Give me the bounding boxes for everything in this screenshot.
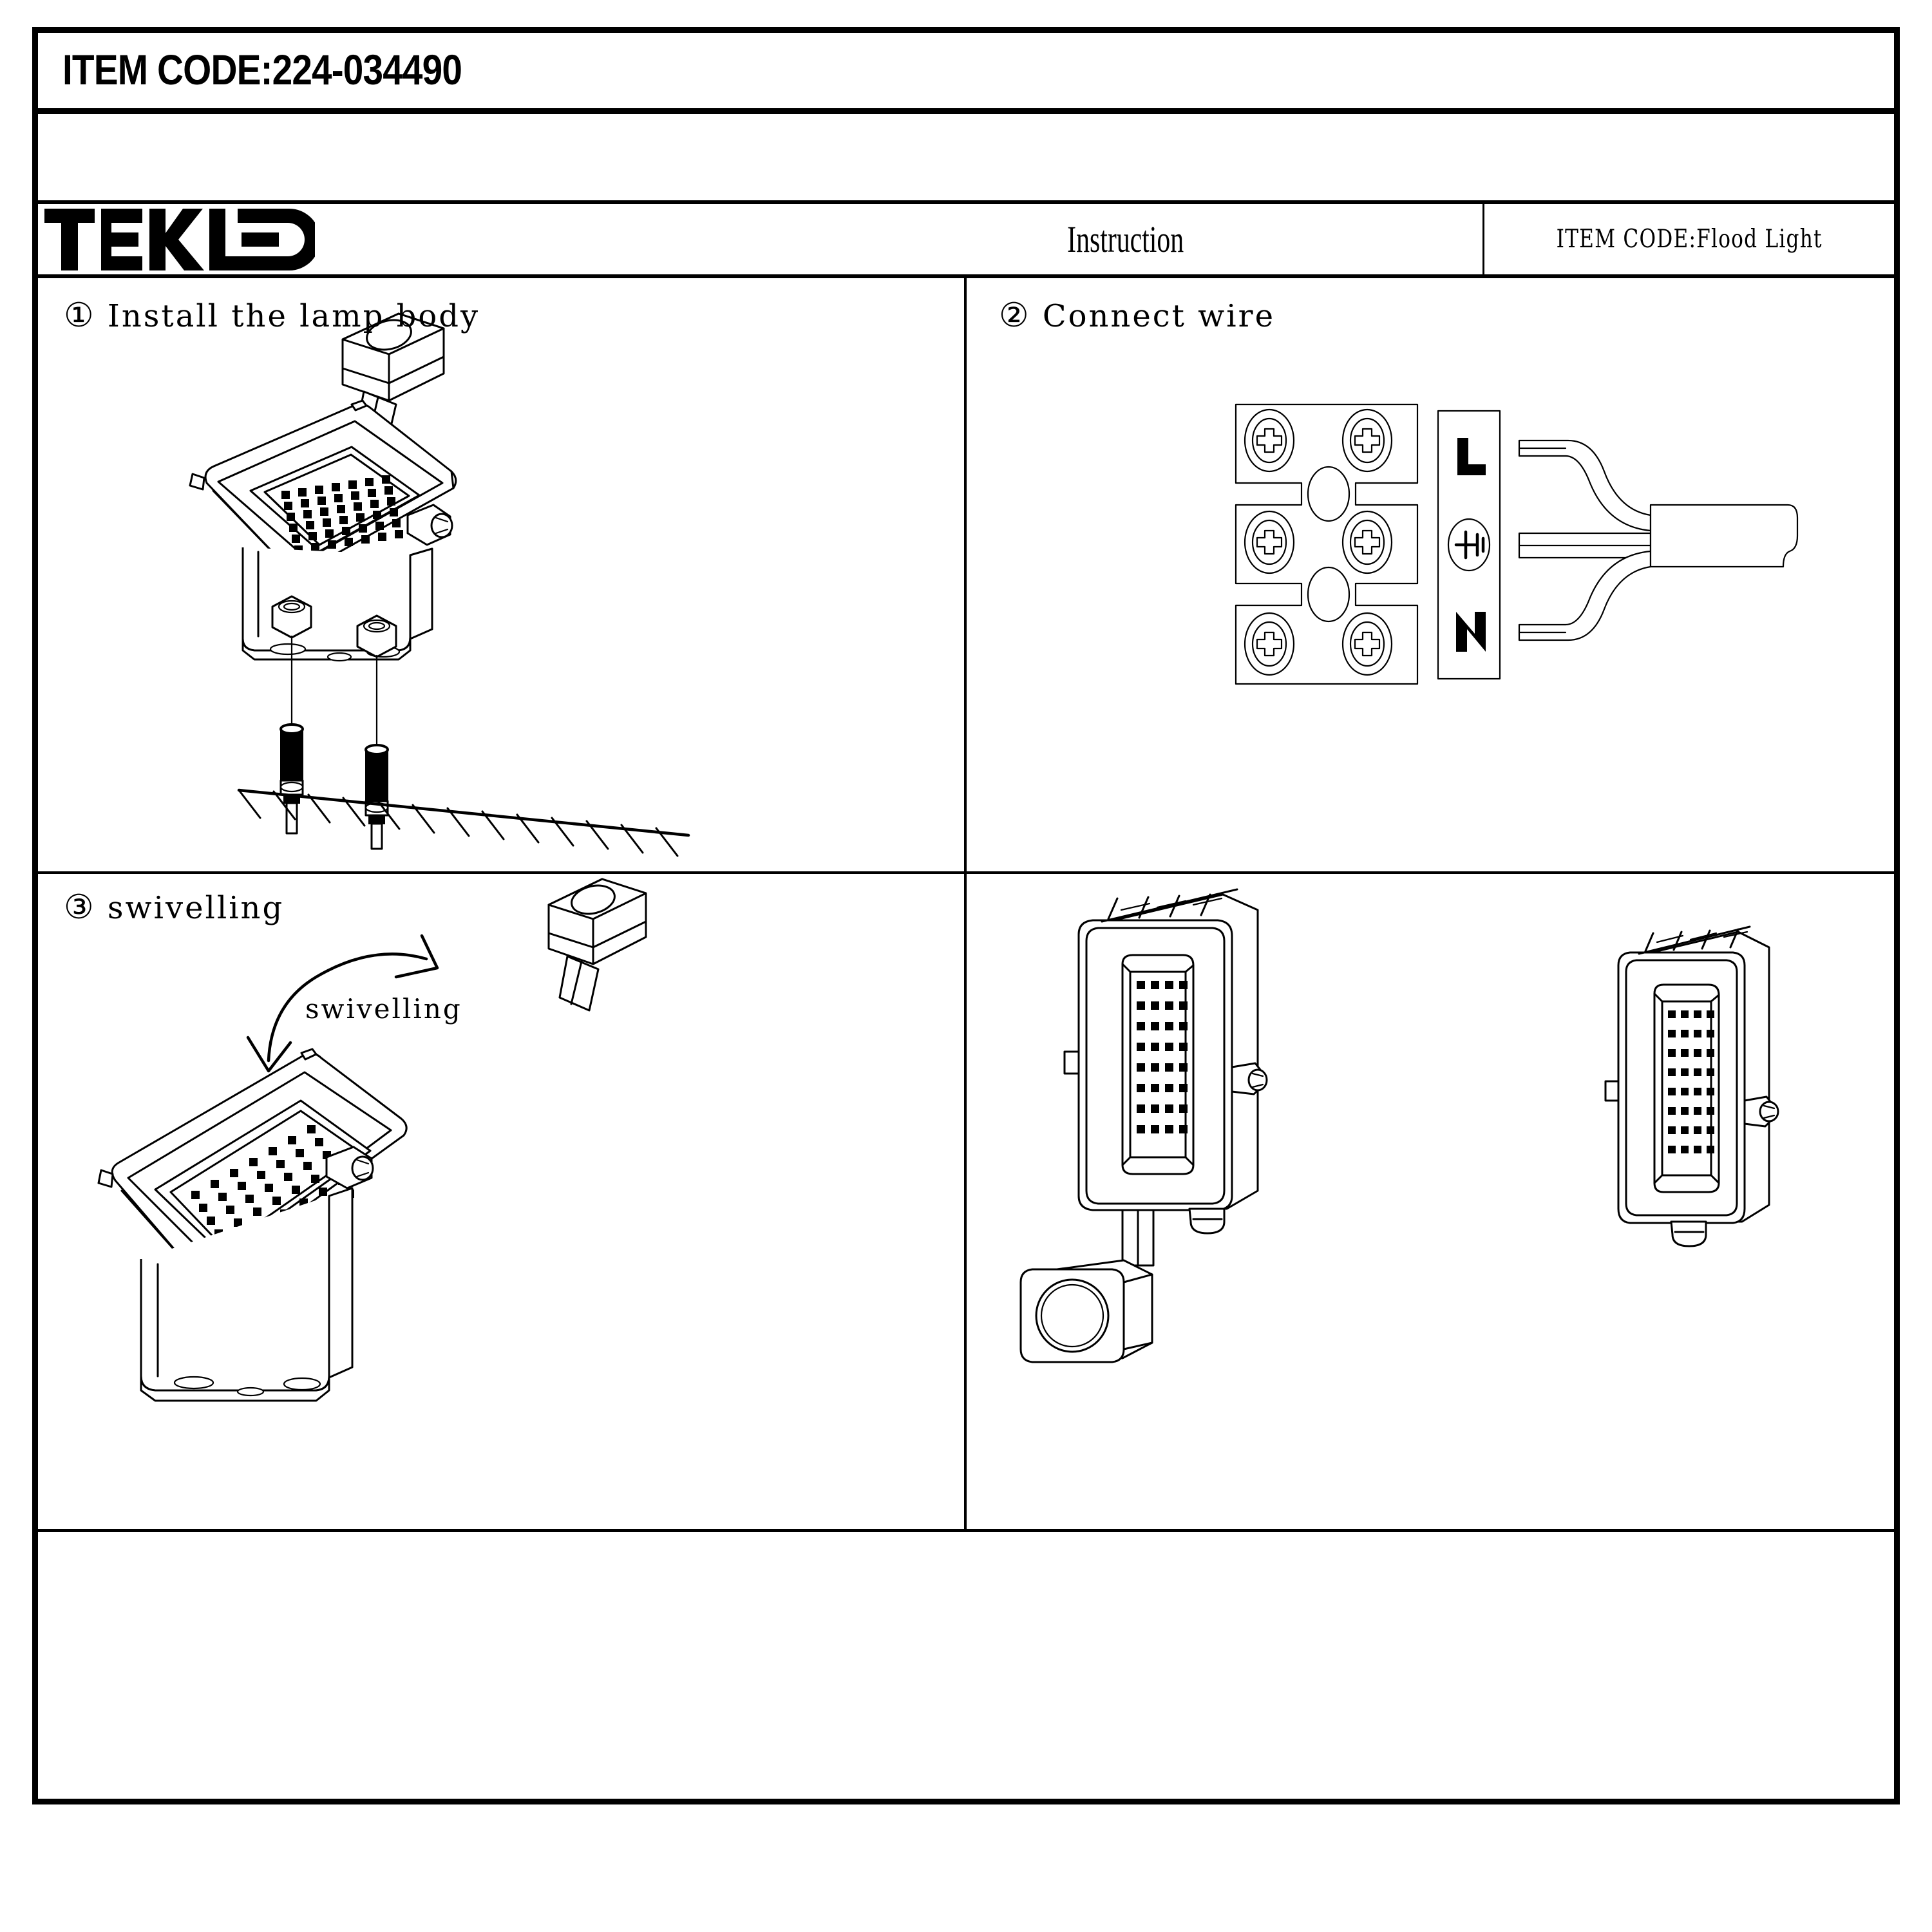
floodlight-with-sensor-view xyxy=(1019,888,1268,1363)
step-3-text: swivelling xyxy=(107,890,285,926)
brand-logo-cell xyxy=(38,204,769,274)
panel-step-2: ② Connect wire xyxy=(967,278,1894,874)
product-view-drawings xyxy=(1019,888,1779,1363)
terminal-label-neutral xyxy=(1456,612,1486,652)
panel-product-views xyxy=(967,874,1894,1532)
panel-grid: ① Install the lamp body xyxy=(38,278,1894,1689)
floodlight-swivel-drawing xyxy=(97,878,647,1402)
mounting-bracket xyxy=(140,1146,374,1402)
phillips-screw-icon xyxy=(1341,408,1393,473)
hex-nut-left xyxy=(271,595,312,639)
earth-symbol-icon xyxy=(1447,518,1491,572)
terminal-screws xyxy=(1244,408,1393,676)
panel-step-3: ③ swivelling swivelling xyxy=(38,874,967,1532)
blank-band-row xyxy=(38,114,1894,204)
ground-surface xyxy=(237,788,690,857)
lamp-body xyxy=(189,399,457,574)
brand-header-row: Instruction ITEM CODE:Flood Light xyxy=(38,204,1894,278)
phillips-screw-icon xyxy=(1244,408,1295,473)
step-2-text: Connect wire xyxy=(1042,298,1275,334)
wire-harness xyxy=(1518,439,1799,641)
sensor-head-icon xyxy=(547,878,647,1012)
curved-swivel-arrow-icon xyxy=(246,934,439,1073)
header-item-code-cell: ITEM CODE:Flood Light xyxy=(1484,204,1894,274)
step-1-text: Install the lamp body xyxy=(107,298,480,334)
tekled-logo xyxy=(44,208,315,270)
phillips-screw-icon xyxy=(1244,510,1295,574)
step-1-number: ① xyxy=(64,296,96,335)
item-code-heading: ITEM CODE:224-034490 xyxy=(62,45,462,93)
panel-step-1: ① Install the lamp body xyxy=(38,278,967,874)
led-array xyxy=(1668,1010,1714,1153)
step-3-label: ③ swivelling xyxy=(64,888,284,927)
phillips-screw-icon xyxy=(1341,612,1393,676)
header-title-cell: Instruction xyxy=(769,204,1484,274)
anchor-bolt-right xyxy=(365,744,389,850)
phillips-screw-icon xyxy=(1244,612,1295,676)
instruction-sheet: ITEM CODE:224-034490 xyxy=(32,27,1900,1804)
header-item-code-text: ITEM CODE:Flood Light xyxy=(1556,225,1823,254)
step-2-number: ② xyxy=(999,296,1031,335)
floodlight-install-drawing xyxy=(189,312,690,857)
wiring-diagram xyxy=(1235,403,1799,685)
terminal-label-live xyxy=(1457,438,1486,475)
phillips-screw-icon xyxy=(1341,510,1393,574)
item-code-row: ITEM CODE:224-034490 xyxy=(38,33,1894,114)
led-array xyxy=(281,475,403,554)
led-array xyxy=(1137,981,1188,1133)
swivelling-annotation-label: swivelling xyxy=(305,993,462,1025)
step-2-label: ② Connect wire xyxy=(999,296,1275,335)
hex-nut-right xyxy=(356,614,397,658)
floodlight-plain-view xyxy=(1604,925,1779,1247)
step-3-number: ③ xyxy=(64,888,96,927)
footer-band xyxy=(38,1532,1894,1689)
header-title-text: Instruction xyxy=(1067,218,1184,260)
terminal-label-strip xyxy=(1437,410,1501,680)
step-1-label: ① Install the lamp body xyxy=(64,296,480,335)
anchor-bolt-left xyxy=(279,723,304,835)
